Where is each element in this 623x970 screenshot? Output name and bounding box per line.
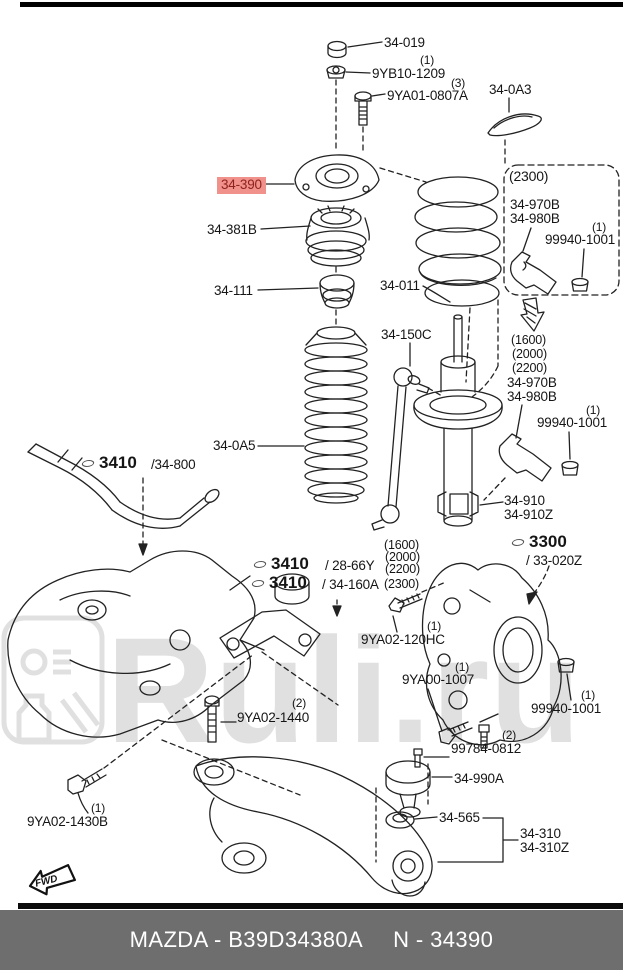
section-33-020Z[interactable]: / 33-020Z <box>526 553 582 568</box>
coil-spring-art <box>414 176 502 307</box>
label-34-150C[interactable]: 34-150C <box>381 327 432 342</box>
year-2000-b: (2000) <box>385 550 420 564</box>
label-34-011[interactable]: 34-011 <box>380 278 420 293</box>
year-1600-b: (1600) <box>384 538 419 552</box>
stab-link-art <box>371 342 430 531</box>
fwd-arrow-icon <box>28 864 76 896</box>
bolt-1440-art <box>204 695 237 743</box>
group-2300: (2300) <box>509 168 549 184</box>
bolt-1430B-art <box>67 768 107 814</box>
label-34-970B-a[interactable]: 34-970B <box>510 197 560 212</box>
label-34-565[interactable]: 34-565 <box>439 810 480 825</box>
control-arm-art <box>193 756 433 897</box>
year-1600-a: (1600) <box>511 333 546 347</box>
footer-divider <box>18 903 623 909</box>
label-9YB10-1209[interactable]: 9YB10-1209 <box>372 66 446 81</box>
group-2300-box <box>503 164 620 296</box>
footer-bar: MAZDA - B39D34380A N - 34390 <box>0 910 623 970</box>
qty-9yb10: (1) <box>420 53 435 67</box>
stabilizer-bar-art <box>27 443 220 529</box>
qty-99940-b: (1) <box>586 403 601 417</box>
knuckle-art <box>421 562 562 746</box>
qty-9ya01: (3) <box>451 76 466 90</box>
qty-120HC: (1) <box>427 619 442 633</box>
label-34-019[interactable]: 34-019 <box>384 35 425 50</box>
section-ref-icon <box>250 580 266 587</box>
section-3300[interactable]: 3300 <box>510 532 567 551</box>
bolt-120HC-art <box>388 593 423 633</box>
label-9YA02-1430B[interactable]: 9YA02-1430B <box>27 814 108 829</box>
year-2000-a: (2000) <box>512 347 547 361</box>
section-28-66Y[interactable]: / 28-66Y <box>325 558 375 573</box>
label-34-0A5[interactable]: 34-0A5 <box>213 438 256 453</box>
section-34-800[interactable]: /34-800 <box>151 457 196 472</box>
label-34-310Z[interactable]: 34-310Z <box>520 840 569 855</box>
flange-nut-art <box>326 65 371 79</box>
section-3410-a[interactable]: 3410 <box>80 453 137 472</box>
bolt-0807A-art <box>354 91 386 126</box>
label-9YA02-1440[interactable]: 9YA02-1440 <box>237 710 310 725</box>
bracket-lower-art <box>498 404 579 482</box>
year-2200-a: (2200) <box>512 361 547 375</box>
qty-1440: (2) <box>292 696 307 710</box>
label-34-970B-b[interactable]: 34-970B <box>507 375 557 390</box>
knuckle-nut-art <box>557 657 575 701</box>
label-34-990A[interactable]: 34-990A <box>454 771 504 786</box>
label-9YA02-120HC[interactable]: 9YA02-120HC <box>361 632 445 647</box>
section-ref-icon <box>510 539 526 546</box>
fwd-label: FWD <box>34 873 59 889</box>
bolt-1007-art <box>427 688 473 745</box>
year-2200-b: (2200) <box>385 562 420 576</box>
label-99940-1001-a[interactable]: 99940-1001 <box>545 232 616 247</box>
label-9YA01-0807A[interactable]: 9YA01-0807A <box>387 88 468 103</box>
bump-stop-art <box>257 274 355 309</box>
strut-art <box>413 314 504 527</box>
section-34-160A[interactable]: / 34-160A <box>322 577 379 592</box>
label-34-910[interactable]: 34-910 <box>504 493 545 508</box>
top-border-line <box>20 2 623 7</box>
qty-99940-c: (1) <box>581 688 596 702</box>
strut-mount-art <box>265 154 380 202</box>
label-34-310[interactable]: 34-310 <box>520 826 561 841</box>
section-ref-icon <box>252 561 268 568</box>
label-34-381B[interactable]: 34-381B <box>207 222 257 237</box>
snap-ring-art <box>385 811 438 829</box>
section-ref-icon <box>80 460 96 467</box>
bolt-0812-art <box>413 724 490 768</box>
year-2300: (2300) <box>384 577 419 591</box>
label-34-980B-a[interactable]: 34-980B <box>510 211 560 226</box>
crossmember-art <box>7 550 265 738</box>
footer-part-number: N - 34390 <box>393 927 494 952</box>
dust-boot-art <box>257 326 368 504</box>
bracket-2300-art <box>510 227 589 295</box>
group-bracket-line <box>437 817 519 863</box>
label-34-111[interactable]: 34-111 <box>214 283 253 298</box>
qty-99940-a: (1) <box>592 220 607 234</box>
label-34-390[interactable]: 34-390 <box>217 177 266 194</box>
watermark-text: Ruli.ru <box>106 606 581 774</box>
label-99940-1001-c[interactable]: 99940-1001 <box>531 701 602 716</box>
bushing-bracket-art <box>219 573 321 659</box>
section-3410-c[interactable]: 3410 <box>250 573 307 592</box>
watermark-icon <box>1 615 105 745</box>
qty-0812: (2) <box>502 728 517 742</box>
label-34-910Z[interactable]: 34-910Z <box>504 507 553 522</box>
footer-catalog-code: MAZDA - B39D34380A <box>129 927 364 952</box>
label-34-0A3[interactable]: 34-0A3 <box>489 82 532 97</box>
qty-1430B: (1) <box>91 801 106 815</box>
spring-rubber-art <box>487 97 542 137</box>
section-3410-b[interactable]: 3410 <box>252 554 309 573</box>
label-9YA00-1007[interactable]: 9YA00-1007 <box>402 672 475 687</box>
bearing-seat-art <box>260 205 370 267</box>
label-34-980B-b[interactable]: 34-980B <box>507 389 557 404</box>
cap-nut-art <box>327 40 383 59</box>
section-arrow-icon <box>520 297 545 332</box>
qty-1007: (1) <box>455 660 470 674</box>
label-99940-1001-b[interactable]: 99940-1001 <box>537 415 608 430</box>
label-99784-0812[interactable]: 99784-0812 <box>451 741 522 756</box>
